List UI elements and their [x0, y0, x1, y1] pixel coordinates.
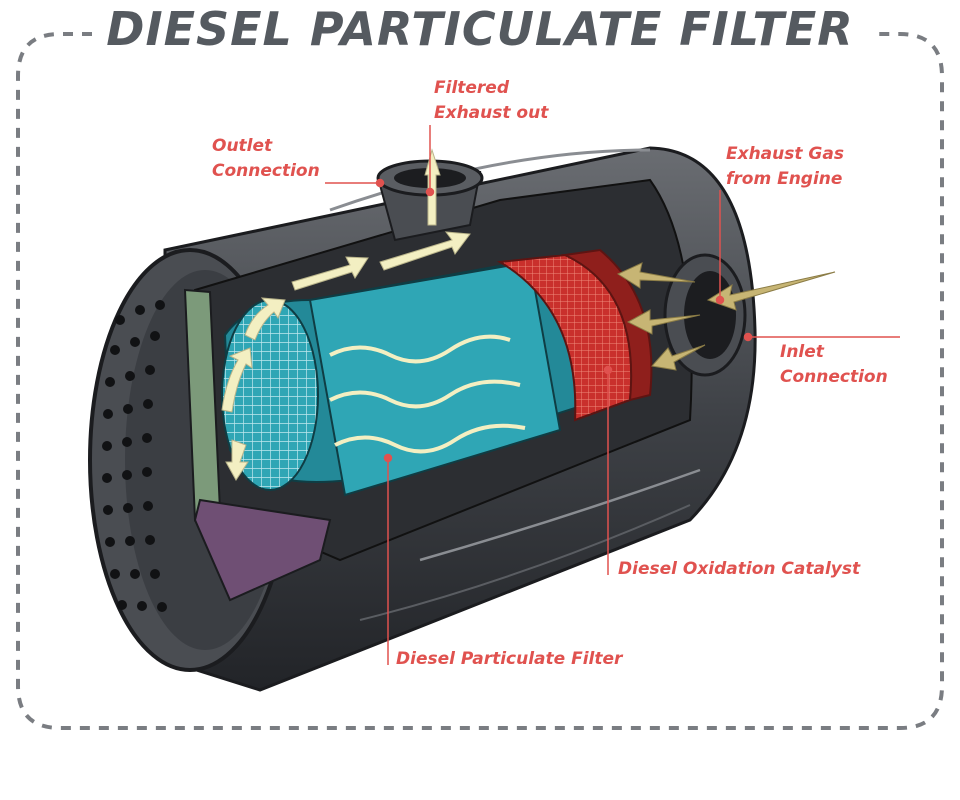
oxidation-catalyst: [496, 248, 653, 422]
diesel-particulate-filter-label: Diesel Particulate Filter: [396, 649, 623, 669]
inlet-pipe: [663, 253, 747, 377]
inlet-connection-label: Inlet Connection: [780, 342, 888, 387]
filtered-exhaust-out-label: Filtered Exhaust out: [434, 78, 549, 123]
particulate-filter-core: [221, 253, 602, 497]
callout-leaders: [325, 125, 900, 665]
exhaust-gas-from-engine-label: Exhaust Gas from Engine: [726, 144, 844, 189]
dashed-frame: [16, 32, 944, 730]
page-title: DIESEL PARTICULATE FILTER: [106, 2, 854, 56]
inlet-flow-arrows: [616, 262, 836, 371]
flow-arrows: [221, 148, 471, 481]
outlet-connection-label: Outlet Connection: [212, 136, 320, 181]
diesel-oxidation-catalyst-label: Diesel Oxidation Catalyst: [618, 559, 861, 579]
